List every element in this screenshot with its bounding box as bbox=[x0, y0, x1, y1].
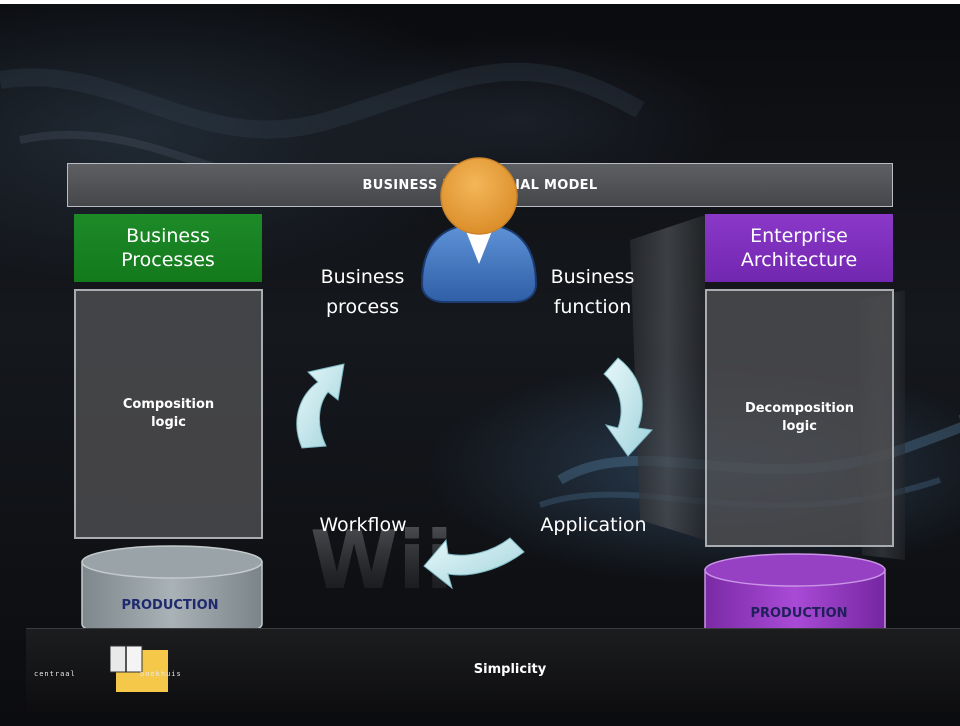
database-icon bbox=[81, 545, 263, 641]
centraal-boekhuis-logo: centraal boekhuis bbox=[34, 644, 204, 692]
logo-text: centraal bbox=[34, 670, 76, 678]
composition-logic-panel: Composition logic bbox=[74, 289, 263, 539]
cycle-arrow-icon bbox=[603, 357, 654, 457]
cycle-arrow-icon bbox=[296, 363, 345, 449]
header-line: Architecture bbox=[740, 249, 858, 271]
top-border bbox=[0, 0, 960, 4]
panel-line: logic bbox=[782, 419, 817, 434]
logo-text: boekhuis bbox=[140, 670, 182, 678]
production-store-left: PRODUCTION bbox=[121, 598, 219, 613]
flow-line: process bbox=[325, 296, 399, 318]
panel-line: Composition bbox=[122, 397, 215, 412]
production-store-right: PRODUCTION bbox=[750, 606, 848, 621]
cycle-arrow-icon bbox=[423, 537, 525, 590]
header-line: Business bbox=[126, 225, 210, 247]
flow-line: Business bbox=[320, 266, 405, 288]
footer-label: Simplicity bbox=[473, 662, 547, 677]
book-icon bbox=[110, 645, 168, 692]
workflow-label: Workflow bbox=[319, 514, 407, 536]
panel-line: logic bbox=[151, 415, 186, 430]
footer-bar bbox=[26, 628, 960, 713]
flow-line: Business bbox=[550, 266, 635, 288]
decomposition-logic-panel: Decomposition logic bbox=[705, 289, 894, 547]
business-process-label: Business process bbox=[300, 262, 425, 322]
person-icon bbox=[420, 157, 538, 303]
application-label: Application bbox=[540, 514, 647, 536]
header-line: Enterprise bbox=[750, 225, 848, 247]
flow-line: function bbox=[553, 296, 632, 318]
enterprise-architecture-header: Enterprise Architecture bbox=[705, 214, 893, 282]
header-line: Processes bbox=[121, 249, 215, 271]
panel-line: Decomposition bbox=[744, 401, 855, 416]
business-function-label: Business function bbox=[530, 262, 655, 322]
business-processes-header: Business Processes bbox=[74, 214, 262, 282]
